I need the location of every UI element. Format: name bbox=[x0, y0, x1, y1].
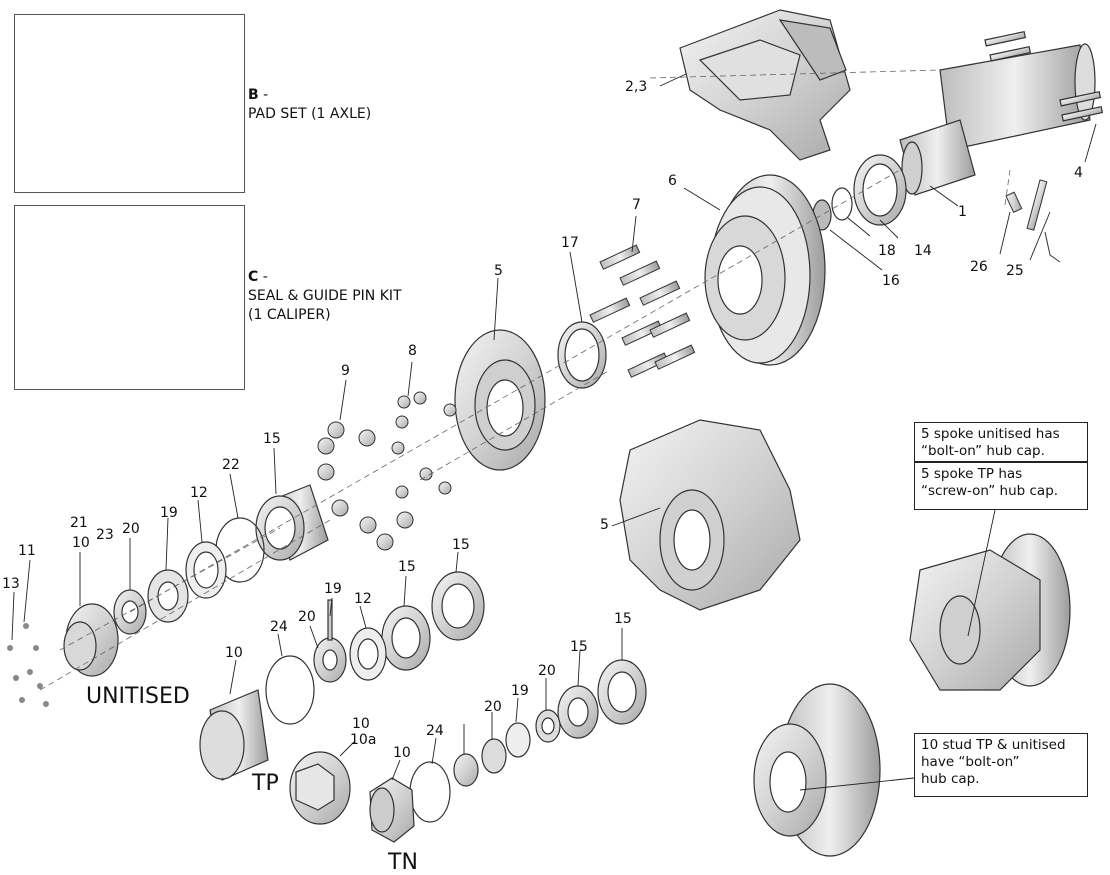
callout-10-tp-cap: 10 bbox=[352, 716, 370, 732]
kit-c-label: C - SEAL & GUIDE PIN KIT (1 CALIPER) bbox=[248, 268, 438, 325]
callout-15-tn-a: 15 bbox=[614, 611, 632, 627]
note-unitised-line1: 5 spoke unitised has bbox=[921, 426, 1060, 442]
kit-c-quantity: (1 CALIPER) bbox=[248, 307, 331, 323]
wheel-studs bbox=[589, 244, 696, 378]
note-10-stud-line3: hub cap. bbox=[921, 771, 980, 787]
note-tp-line2: “screw-on” hub cap. bbox=[921, 483, 1059, 499]
callout-15-tp-b: 15 bbox=[452, 537, 470, 553]
kit-c-suffix: - bbox=[258, 269, 268, 285]
kit-c-code: C bbox=[248, 269, 259, 285]
callout-12-top: 12 bbox=[190, 485, 208, 501]
callout-23: 23 bbox=[96, 527, 114, 543]
callout-16: 16 bbox=[882, 273, 900, 289]
kit-b-code: B bbox=[248, 87, 259, 103]
note-10-stud-line2: have “bolt-on” bbox=[921, 754, 1020, 770]
variant-tp-label: TP bbox=[252, 771, 279, 796]
callout-8: 8 bbox=[408, 343, 417, 359]
tp-parts bbox=[265, 571, 485, 725]
callout-25: 25 bbox=[1006, 263, 1024, 279]
callout-20-tp: 20 bbox=[298, 609, 316, 625]
callout-21: 21 bbox=[70, 515, 88, 531]
callout-18: 18 bbox=[878, 243, 896, 259]
callout-10-tp: 10 bbox=[225, 645, 243, 661]
kit-b-description: PAD SET (1 AXLE) bbox=[248, 106, 372, 122]
note-unitised-line2: “bolt-on” hub cap. bbox=[921, 443, 1045, 459]
callout-20-tn-a: 20 bbox=[538, 663, 556, 679]
axle-illustration bbox=[899, 30, 1104, 196]
hub-5-spoke-unitised bbox=[909, 533, 1071, 691]
seal-rings bbox=[812, 154, 907, 231]
note-unitised-5-spoke: 5 spoke unitised has “bolt-on” hub cap. bbox=[914, 422, 1088, 462]
callout-10-tn: 10 bbox=[393, 745, 411, 761]
kit-b-box bbox=[14, 14, 245, 193]
wheel-nuts bbox=[317, 391, 457, 551]
kit-b-label: B - PAD SET (1 AXLE) bbox=[248, 86, 408, 124]
unitised-hub-cap bbox=[7, 603, 119, 707]
note-10-stud-line1: 10 stud TP & unitised bbox=[921, 737, 1066, 753]
callout-17: 17 bbox=[561, 235, 579, 251]
callout-11: 11 bbox=[18, 543, 36, 559]
hub-5-spoke bbox=[619, 419, 801, 611]
callout-9: 9 bbox=[341, 363, 350, 379]
callout-5-hub: 5 bbox=[494, 263, 503, 279]
caliper-illustration bbox=[679, 9, 851, 161]
note-tp-5-spoke: 5 spoke TP has “screw-on” hub cap. bbox=[914, 462, 1088, 510]
callout-22: 22 bbox=[222, 457, 240, 473]
abs-sensor bbox=[1005, 179, 1061, 263]
callout-14: 14 bbox=[914, 243, 932, 259]
callout-24-tp: 24 bbox=[270, 619, 288, 635]
callout-6: 6 bbox=[668, 173, 677, 189]
callout-1: 1 bbox=[958, 204, 967, 220]
callout-20-tn-b: 20 bbox=[484, 699, 502, 715]
callout-5-spoke: 5 bbox=[600, 517, 609, 533]
callout-15-tn-b: 15 bbox=[570, 639, 588, 655]
callout-19-top: 19 bbox=[160, 505, 178, 521]
kit-b-suffix: - bbox=[258, 87, 269, 103]
exploded-axis-lines bbox=[39, 69, 1011, 691]
callout-26: 26 bbox=[970, 259, 988, 275]
bearing-15-top bbox=[255, 484, 329, 561]
tn-parts bbox=[369, 659, 647, 843]
tp-screw-on-cap bbox=[289, 751, 351, 825]
callout-15-tp-a: 15 bbox=[398, 559, 416, 575]
kit-c-box bbox=[14, 205, 245, 390]
hub-10-stud bbox=[454, 329, 546, 471]
callout-7: 7 bbox=[632, 197, 641, 213]
callout-2-3: 2,3 bbox=[625, 79, 648, 95]
callout-24-tn: 24 bbox=[426, 723, 444, 739]
callout-10a-tp-cap: 10a bbox=[350, 732, 377, 748]
tp-hub-cap bbox=[199, 689, 269, 781]
hub-10-stud-right bbox=[753, 683, 881, 857]
callout-19-tn: 19 bbox=[511, 683, 529, 699]
callout-12-tp: 12 bbox=[354, 591, 372, 607]
callout-19-tp: 19 bbox=[324, 581, 342, 597]
variant-tn-label: TN bbox=[388, 850, 418, 875]
callout-4: 4 bbox=[1074, 165, 1083, 181]
leader-lines bbox=[11, 73, 1097, 791]
kit-c-description: SEAL & GUIDE PIN KIT bbox=[248, 288, 402, 304]
tone-ring bbox=[557, 321, 607, 389]
callout-15-top: 15 bbox=[263, 431, 281, 447]
brake-disc bbox=[704, 174, 826, 366]
callout-13: 13 bbox=[2, 576, 20, 592]
note-tp-line1: 5 spoke TP has bbox=[921, 466, 1023, 482]
variant-unitised-label: UNITISED bbox=[86, 684, 190, 709]
note-10-stud: 10 stud TP & unitised have “bolt-on” hub… bbox=[914, 733, 1088, 797]
callout-20-top: 20 bbox=[122, 521, 140, 537]
callout-10-unitised: 10 bbox=[72, 535, 90, 551]
